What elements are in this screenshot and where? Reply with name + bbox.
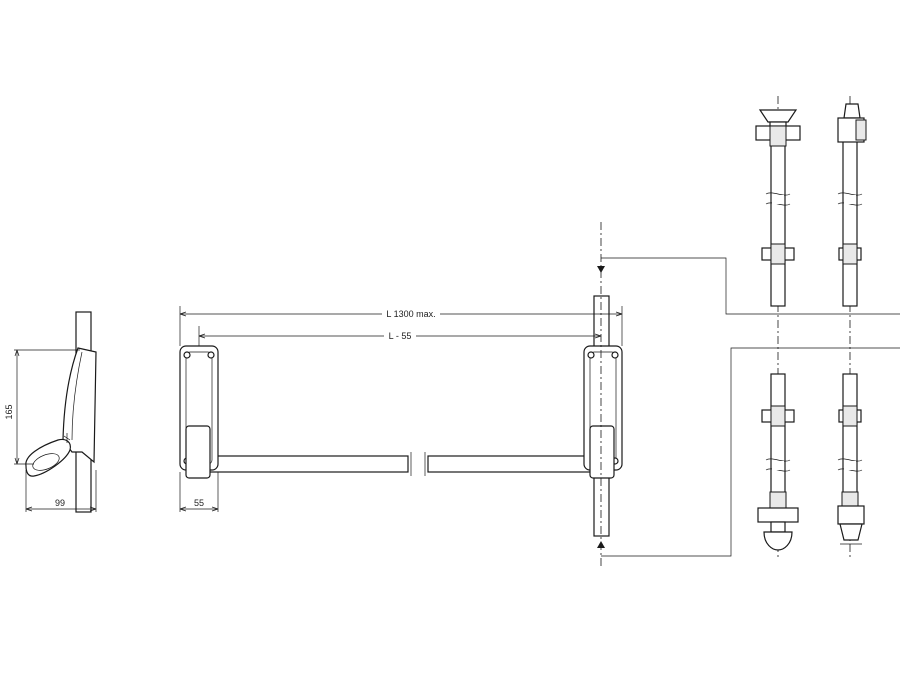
detail-side-bottom-housing [837,505,865,525]
dimension-l-minus-label: L - 55 [389,331,412,341]
dimension-depth-label: 99 [55,498,65,508]
dimension-length-max-label: L 1300 max. [386,309,435,319]
arrow-up-icon [597,541,605,548]
dimension-width-label: 55 [194,498,204,508]
right-housing-screw-top-right [611,351,619,359]
detail-front-upper-rod [770,139,786,307]
detail-side-bottom-latch [839,523,863,541]
leader-bottom-detail [601,347,900,557]
detail-side-upper-rod [842,139,858,307]
arrow-down-icon [597,266,605,273]
detail-front-bottom-latch [763,531,793,551]
rod-detail-side [837,96,867,560]
push-bar-left-segment [204,455,409,473]
detail-front-top-latch [758,109,798,123]
dimension-height-label: 165 [4,404,14,419]
left-housing-screw-top-left [183,351,191,359]
left-bar-bracket [185,425,211,479]
push-bar-right-segment [427,455,599,473]
front-view: L 1300 max. L - 55 55 [179,222,900,566]
right-bar-bracket [589,425,615,479]
detail-front-bottom-bracket [757,507,799,523]
detail-side-top-latch [843,103,861,119]
side-view-handle-body [62,347,97,464]
side-view-handle-grip [25,438,71,477]
rod-detail-front [755,96,801,560]
side-view: 165 99 [4,311,97,513]
right-housing-screw-top-left [587,351,595,359]
leader-top-detail [601,257,900,315]
left-housing-screw-top-right [207,351,215,359]
